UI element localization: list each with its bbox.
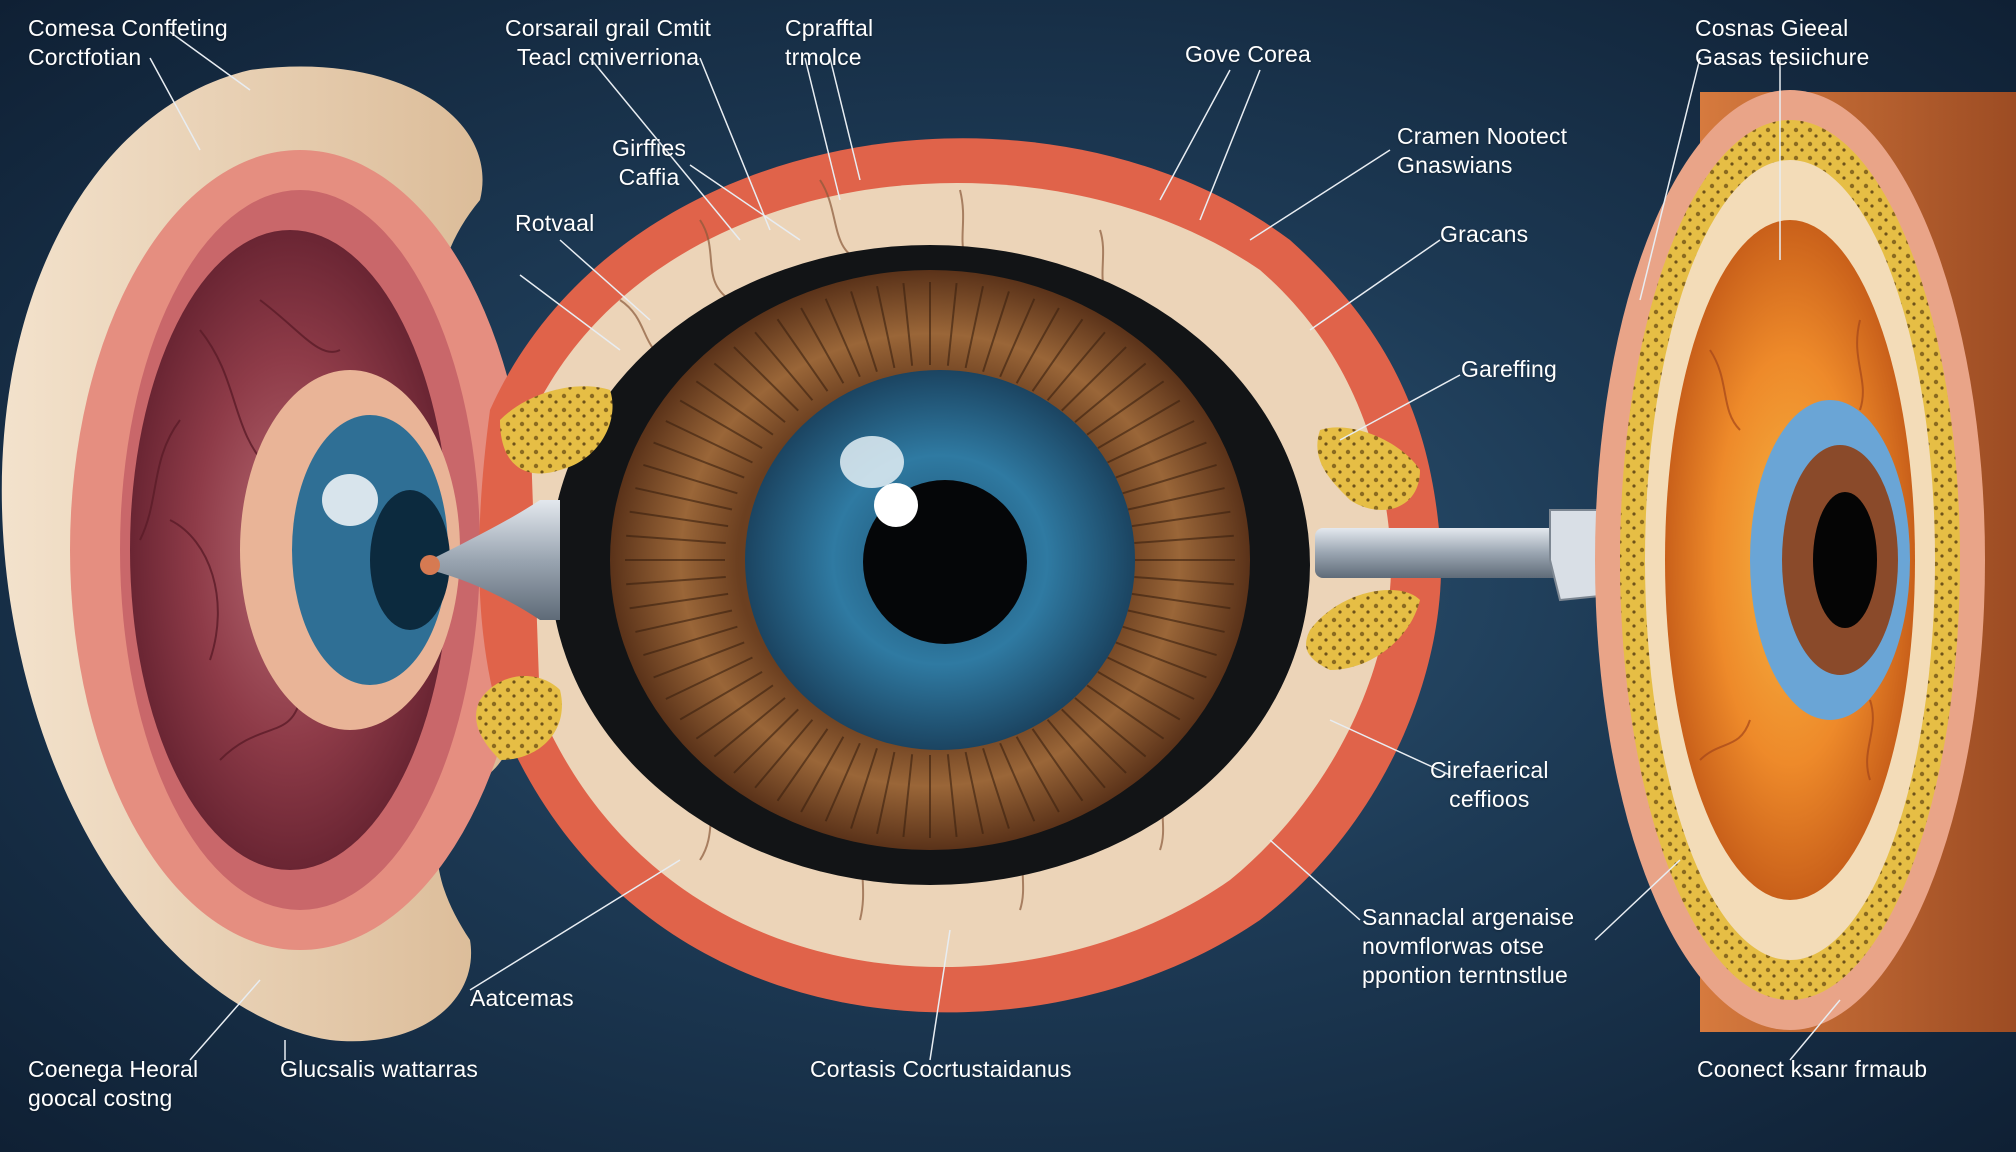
iris-striation xyxy=(964,286,984,369)
iris-striation xyxy=(1127,609,1225,633)
fat-deposits xyxy=(476,386,1420,760)
iris-striation xyxy=(999,742,1036,822)
iris-striation xyxy=(713,697,786,758)
label-top-center-right: Gove Corea xyxy=(1185,41,1312,67)
iris-striation xyxy=(1115,441,1207,479)
iris-striation xyxy=(1046,719,1106,789)
label-right-mid-2: Gracans xyxy=(1440,221,1529,247)
iris-striation xyxy=(626,534,726,545)
iris-striation xyxy=(713,362,786,423)
iris-striation xyxy=(1061,346,1127,412)
iris-striation xyxy=(876,286,896,369)
iris-striation xyxy=(695,684,774,740)
iris-striation xyxy=(754,331,814,401)
label-bottom-center: Cortasis Cocrtustaidanus xyxy=(810,1056,1072,1082)
iris-striation xyxy=(733,708,799,774)
iris-striation xyxy=(1097,670,1181,721)
label-right-mid-3: Gareffing xyxy=(1461,356,1557,382)
left-eyeball-section xyxy=(1,66,541,1042)
label-bottom-left-2: Glucsalis wattarras xyxy=(280,1056,479,1082)
iris-striation xyxy=(1134,534,1234,545)
iris-striation xyxy=(1015,736,1060,813)
iris-striation xyxy=(635,487,733,511)
iris-striation xyxy=(824,298,861,378)
iris-striation xyxy=(776,318,829,392)
iris-striation xyxy=(1107,420,1195,464)
iris-striation xyxy=(902,754,914,838)
label-bottom-center-left: Aatcemas xyxy=(470,985,574,1011)
iris-striation xyxy=(1074,362,1147,423)
iris-striation xyxy=(999,298,1036,378)
iris-striation xyxy=(1127,487,1225,511)
iris-striation xyxy=(1074,697,1147,758)
iris-striation xyxy=(679,399,763,450)
iris-striation xyxy=(635,609,733,633)
iris-striation xyxy=(629,592,729,610)
iris-striation xyxy=(824,742,861,822)
iris-striation xyxy=(1086,684,1165,740)
iris-striation xyxy=(776,728,829,802)
iris-striation xyxy=(902,282,914,366)
iris-striation xyxy=(800,736,845,813)
iris-striation xyxy=(665,656,753,700)
right-cross-section xyxy=(1595,90,2016,1032)
iris-striation xyxy=(665,420,753,464)
iris-striation xyxy=(1031,728,1084,802)
iris-striation xyxy=(653,641,745,679)
iris-striation xyxy=(626,575,726,586)
iris-striation xyxy=(733,346,799,412)
iris-striation xyxy=(946,754,958,838)
iris-striation xyxy=(850,748,878,829)
iris-striation xyxy=(653,441,745,479)
iris-striation xyxy=(982,291,1010,372)
iris-striation xyxy=(850,291,878,372)
leader-lines xyxy=(149,31,1841,1061)
iris-striation xyxy=(643,463,738,495)
iris-striation xyxy=(643,625,738,657)
iris-striation xyxy=(695,380,774,436)
iris-striation xyxy=(1107,656,1195,700)
iris-striation xyxy=(1015,307,1060,384)
iris-striation xyxy=(876,751,896,834)
iris-striation xyxy=(1134,575,1234,586)
iris-striation xyxy=(1086,380,1165,436)
iris-striation xyxy=(1061,708,1127,774)
iris-striation xyxy=(800,307,845,384)
iris-striation xyxy=(754,719,814,789)
iris-striation xyxy=(1131,592,1231,610)
iris-striation xyxy=(629,510,729,528)
iris-striation xyxy=(946,282,958,366)
iris-striation xyxy=(1122,463,1217,495)
iris-striation xyxy=(1031,318,1084,392)
iris-striation xyxy=(1115,641,1207,679)
iris-striation xyxy=(982,748,1010,829)
iris-striation xyxy=(1122,625,1217,657)
iris-striation xyxy=(1097,399,1181,450)
central-eye xyxy=(479,138,1442,1013)
iris-striation xyxy=(679,670,763,721)
label-left-mid-2: Rotvaal xyxy=(515,210,595,236)
iris-striation xyxy=(1046,331,1106,401)
iris-striation xyxy=(1131,510,1231,528)
iris-striation xyxy=(964,751,984,834)
label-bottom-right: Coonect ksanr frmaub xyxy=(1697,1056,1928,1082)
